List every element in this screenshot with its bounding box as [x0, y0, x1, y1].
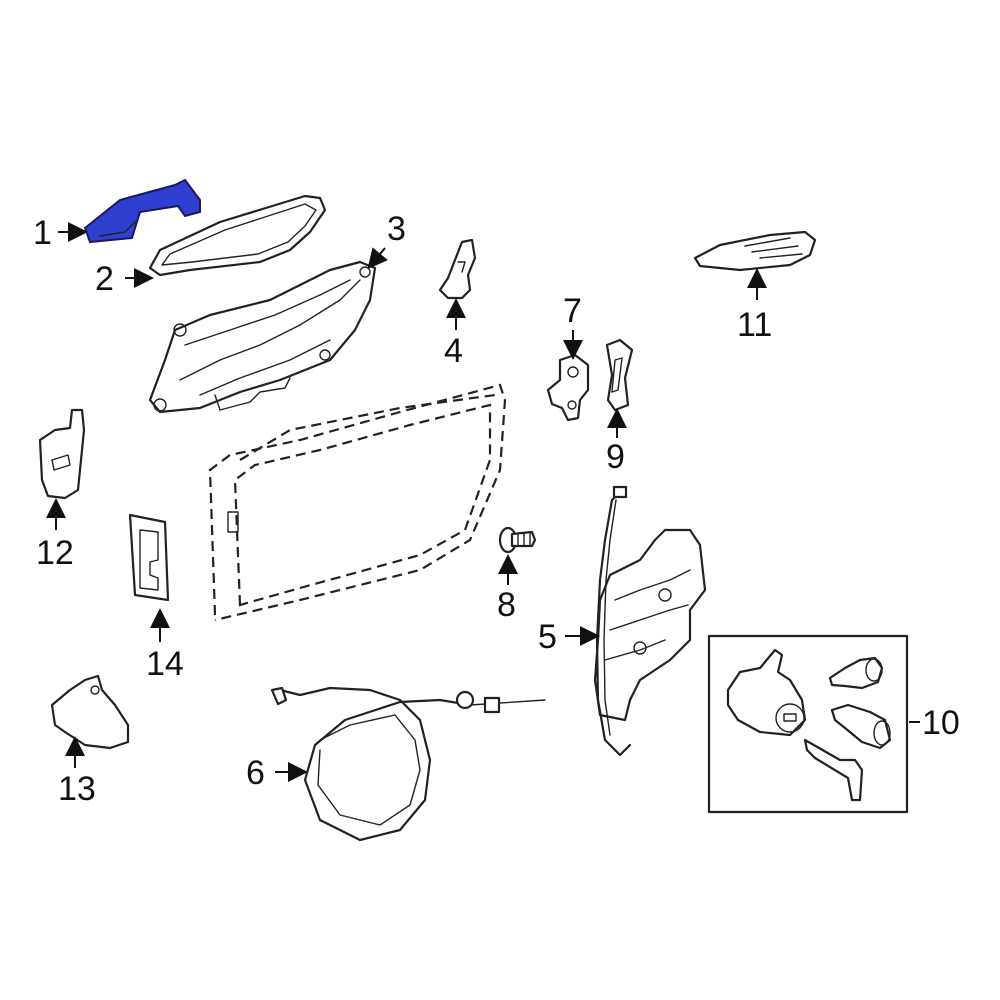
callout-13[interactable]: 13 [58, 770, 96, 808]
carrier-hole-3 [359, 266, 371, 278]
small-cylinder-2-end [873, 720, 891, 746]
outer-handle-shape [83, 178, 201, 244]
callout-2[interactable]: 2 [95, 260, 114, 298]
part-9-shim[interactable] [605, 338, 634, 412]
window-inner [233, 403, 492, 607]
callout-4[interactable]: 4 [444, 332, 463, 370]
plate-inner [139, 529, 159, 591]
part-14-plate[interactable] [128, 513, 170, 602]
fob-buttons [744, 237, 803, 259]
latch-hole [90, 685, 100, 695]
cable-end-2 [483, 696, 501, 714]
callout-arrows [46, 222, 920, 782]
window-top [239, 393, 496, 461]
carrier-detail-3 [199, 339, 331, 396]
callout-12[interactable]: 12 [36, 534, 74, 572]
part-3-handle-carrier[interactable] [148, 260, 377, 414]
bracket-4-detail [457, 261, 466, 273]
carrier-detail-1 [179, 279, 361, 381]
outer-handle-detail [99, 221, 136, 237]
callout-9[interactable]: 9 [606, 438, 625, 476]
cable-end-1 [455, 690, 475, 710]
part-6-cable[interactable] [270, 686, 546, 842]
actuator-cable-inner [603, 499, 617, 736]
callout-11[interactable]: 11 [737, 306, 772, 344]
part-13-latch[interactable] [50, 674, 130, 750]
callout-labels: 1 2 3 4 5 6 7 8 9 10 11 12 13 14 [33, 210, 960, 808]
striker-hole-2 [567, 400, 577, 410]
carrier-detail-4 [214, 377, 291, 411]
bracket-12-slot [51, 454, 71, 471]
cable-rod [469, 699, 546, 706]
carrier-detail-2 [184, 279, 351, 346]
callout-14[interactable]: 14 [146, 645, 184, 683]
actuator-cable-end [612, 485, 628, 499]
window-outer [208, 383, 507, 622]
actuator-screw-2 [633, 641, 647, 655]
bracket-4-shape [438, 238, 477, 300]
cylinder-face [775, 703, 805, 733]
small-cylinder-1 [828, 656, 884, 690]
bolt-thread [517, 532, 531, 547]
part-4-bracket[interactable] [438, 238, 477, 300]
latch-shape [50, 674, 130, 750]
actuator-detail-3 [604, 639, 666, 661]
part-11-key-fob[interactable] [693, 230, 817, 272]
carrier-shape [148, 260, 377, 414]
carrier-hole-2 [173, 323, 187, 337]
part-8-bolt[interactable] [498, 526, 537, 554]
part-5-lock-actuator[interactable] [593, 485, 707, 757]
key-blade [803, 738, 864, 802]
part-7-striker[interactable] [546, 353, 590, 422]
striker-hole-1 [567, 366, 579, 378]
gasket-inner [161, 203, 317, 266]
callout-3[interactable]: 3 [387, 210, 406, 248]
window-clip [227, 511, 239, 533]
part-2-handle-gasket[interactable] [148, 194, 327, 277]
part-10-lock-cylinder-kit[interactable] [707, 634, 909, 814]
striker-shape [546, 353, 590, 422]
part-1-outer-handle[interactable] [83, 178, 201, 244]
callout-10[interactable]: 10 [922, 704, 960, 742]
cable-inner [317, 714, 421, 826]
cable-hook [270, 686, 288, 706]
carrier-hole-4 [319, 349, 331, 361]
actuator-screw-1 [658, 588, 672, 602]
gasket-shape [148, 194, 327, 277]
plate-outer [128, 513, 170, 602]
arrow-3 [367, 247, 388, 270]
callout-8[interactable]: 8 [497, 586, 516, 624]
actuator-shape [593, 528, 707, 722]
carrier-hole-1 [153, 398, 167, 412]
part-12-bracket[interactable] [38, 408, 86, 500]
door-window-outline [208, 383, 507, 622]
actuator-detail-2 [609, 604, 689, 631]
small-cylinder-1-end [865, 658, 883, 682]
cylinder-keyslot [783, 713, 797, 722]
bracket-12-shape [38, 408, 86, 500]
shim-cutout [611, 357, 623, 393]
actuator-detail-1 [614, 569, 691, 601]
callout-7[interactable]: 7 [563, 292, 582, 330]
callout-5[interactable]: 5 [538, 618, 557, 656]
callout-1[interactable]: 1 [33, 214, 52, 252]
callout-6[interactable]: 6 [246, 754, 265, 792]
cable-outer [278, 686, 472, 842]
